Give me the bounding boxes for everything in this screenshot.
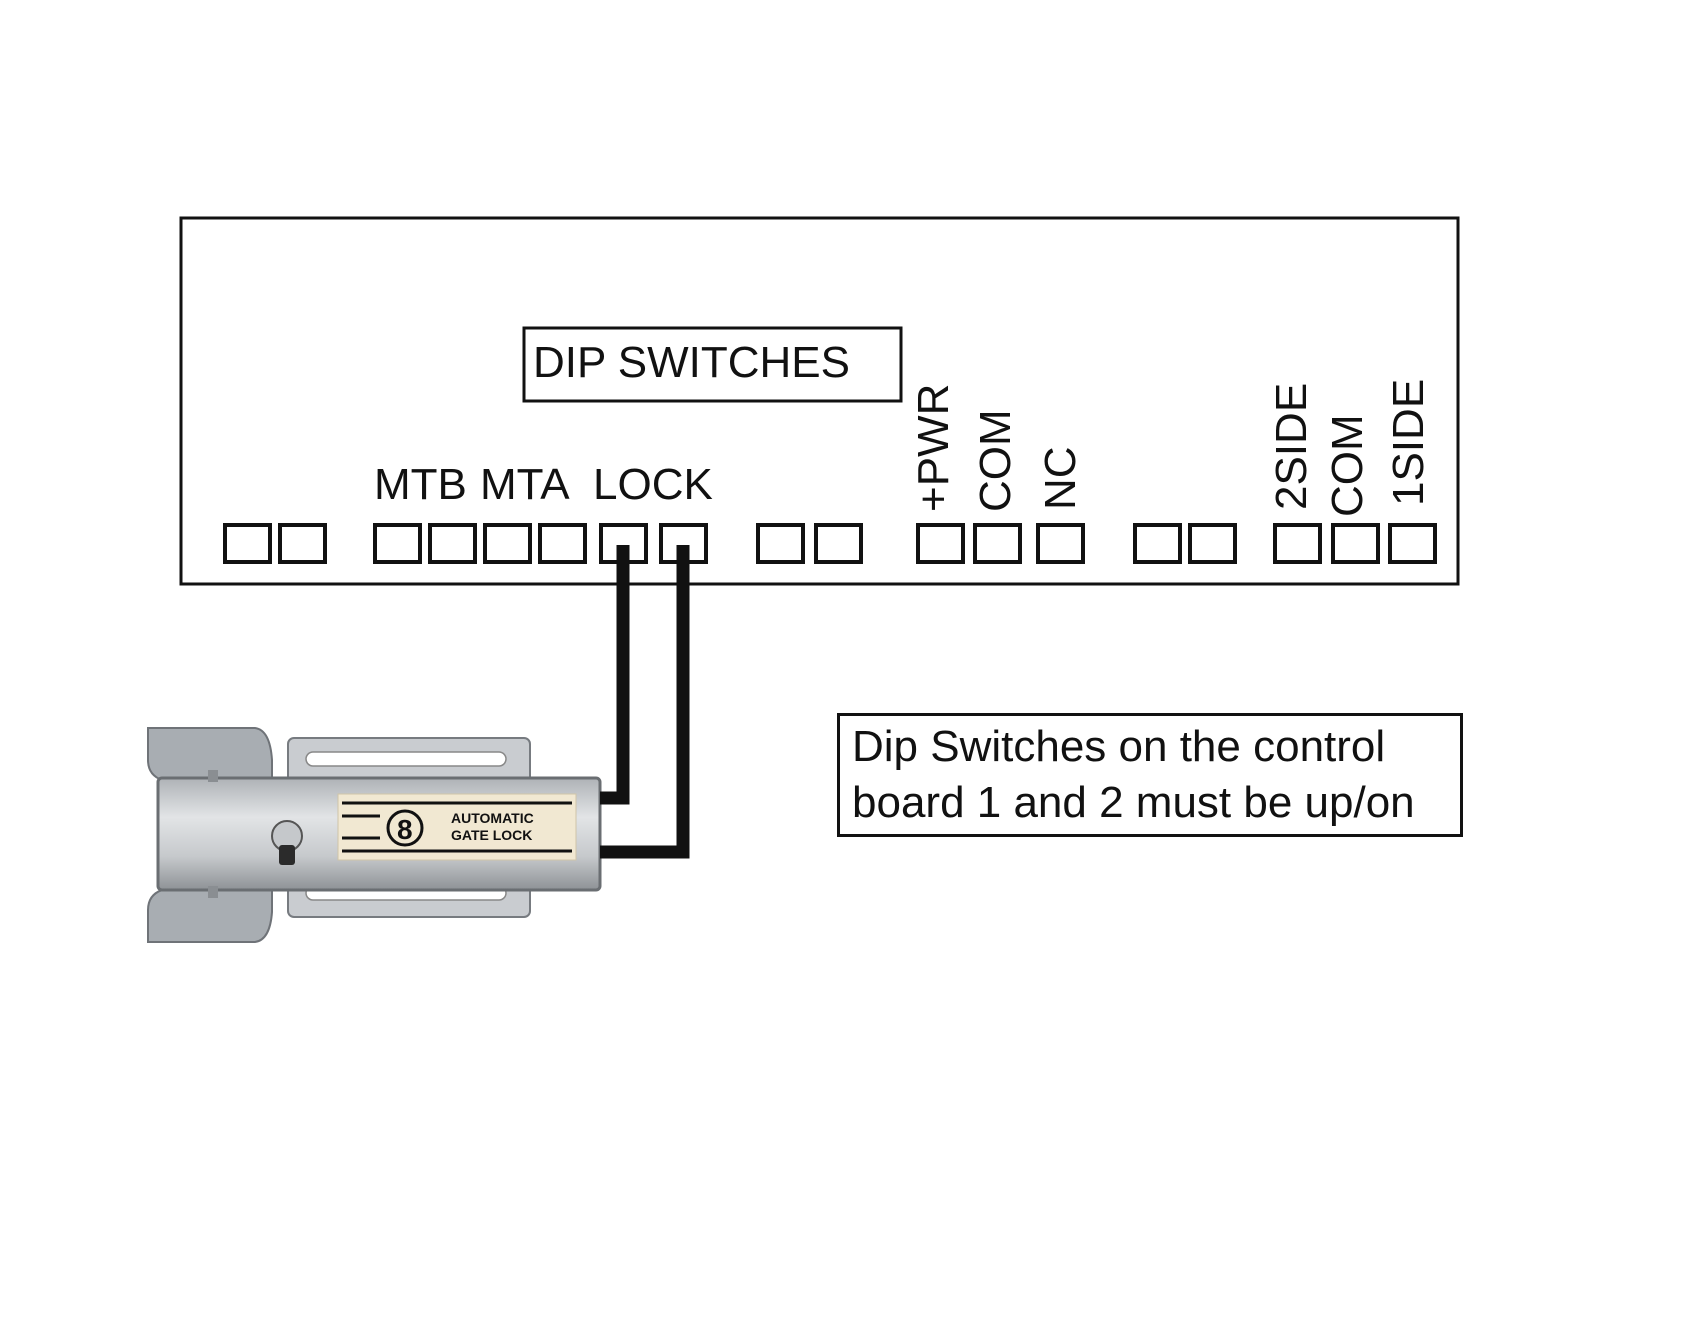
terminal-2side: [1273, 523, 1322, 564]
terminal-label-com-1: COM: [971, 409, 1020, 512]
gate-lock-device: 8 AUTOMATIC GATE LOCK: [147, 727, 602, 943]
terminal-label-pwr: +PWR: [909, 384, 958, 512]
terminal-pwr: [916, 523, 965, 564]
terminal-block: [223, 523, 1437, 564]
terminal-com-1: [973, 523, 1022, 564]
key-icon: [279, 845, 295, 865]
terminal-label-com-2: COM: [1323, 414, 1372, 517]
terminal: [538, 523, 587, 564]
terminal: [1133, 523, 1182, 564]
terminal: [814, 523, 863, 564]
dip-switches-label: DIP SWITCHES: [533, 338, 850, 387]
control-board: [179, 216, 1460, 586]
terminal-1side: [1388, 523, 1437, 564]
terminal: [278, 523, 327, 564]
terminal-label-2side: 2SIDE: [1267, 383, 1316, 510]
note-line-1: Dip Switches on the control: [852, 722, 1386, 771]
terminal-com-2: [1331, 523, 1380, 564]
terminal: [1188, 523, 1237, 564]
device-label-plate: [337, 793, 577, 861]
terminal-label-mtb: MTB: [374, 460, 467, 509]
dip-switches-box: [522, 326, 903, 403]
terminal: [223, 523, 272, 564]
terminal: [373, 523, 422, 564]
terminal: [483, 523, 532, 564]
device-label-line2: GATE LOCK: [451, 827, 532, 843]
wire-lock-2: [600, 545, 690, 859]
terminal-label-mta: MTA: [480, 460, 570, 509]
terminal-nc: [1036, 523, 1085, 564]
brand-logo-text: 8: [397, 814, 413, 845]
terminal-label-nc: NC: [1036, 446, 1085, 510]
note-line-2: board 1 and 2 must be up/on: [852, 778, 1415, 827]
terminal-label-lock: LOCK: [593, 460, 713, 509]
brand-logo-icon: [386, 809, 424, 847]
device-label-line1: AUTOMATIC: [451, 810, 534, 826]
terminal: [428, 523, 477, 564]
terminal-label-1side: 1SIDE: [1384, 379, 1433, 506]
wire-lock-1: [600, 545, 630, 805]
terminal: [756, 523, 805, 564]
instruction-note: Dip Switches on the control board 1 and …: [837, 713, 1463, 837]
